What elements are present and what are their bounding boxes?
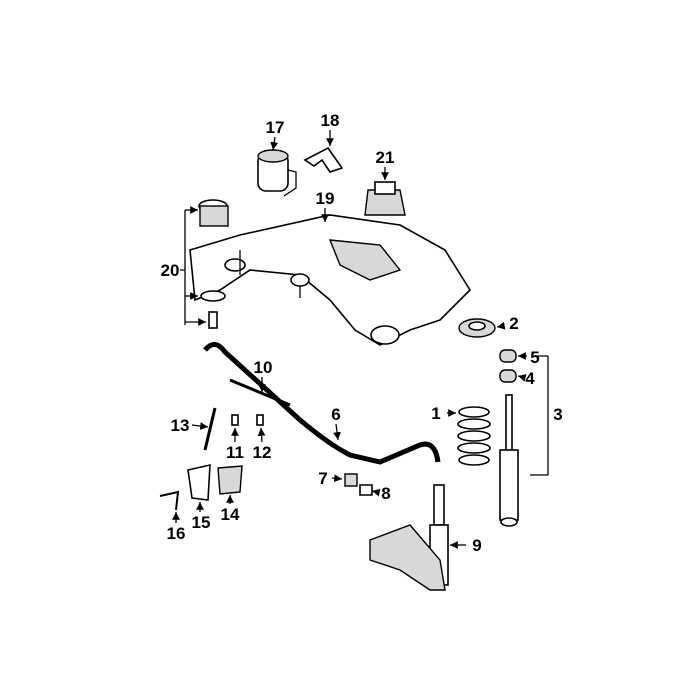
rear-subframe xyxy=(189,214,472,346)
callout-13: 13 xyxy=(171,416,190,435)
subframe-mount-17 xyxy=(257,149,297,197)
callout-12: 12 xyxy=(253,443,272,462)
callout-10: 10 xyxy=(254,358,273,377)
link-13 xyxy=(203,407,217,451)
callout-7: 7 xyxy=(318,469,327,488)
callout-6: 6 xyxy=(331,405,340,424)
mount-5 xyxy=(499,349,517,363)
nut-11 xyxy=(231,414,239,426)
shock-absorber-3 xyxy=(499,394,519,527)
callout-11: 11 xyxy=(226,443,244,462)
stabilizer-bar-6 xyxy=(203,342,441,465)
callout-3: 3 xyxy=(553,405,562,424)
callout-17: 17 xyxy=(266,118,285,137)
bracket-18 xyxy=(303,146,344,173)
leader-lines xyxy=(172,130,549,549)
mount-21 xyxy=(364,181,406,216)
spring-seat-2 xyxy=(458,318,496,338)
bushing-set-20 xyxy=(198,199,229,329)
mount-4 xyxy=(499,369,517,383)
callout-16: 16 xyxy=(167,524,186,543)
bracket-15 xyxy=(187,463,211,501)
callout-20: 20 xyxy=(161,261,180,280)
callout-4: 4 xyxy=(525,369,535,388)
clamp-8 xyxy=(359,484,373,496)
callout-9: 9 xyxy=(472,536,481,555)
link-10 xyxy=(229,378,291,407)
sensor-16 xyxy=(159,490,180,511)
callout-14: 14 xyxy=(221,505,240,524)
bushing-7 xyxy=(344,473,358,487)
bracket-14 xyxy=(217,465,243,495)
nut-12 xyxy=(256,414,264,426)
callout-15: 15 xyxy=(192,513,211,532)
callout-1: 1 xyxy=(431,404,440,423)
callout-5: 5 xyxy=(530,348,539,367)
coil-spring-1 xyxy=(457,406,491,466)
callout-8: 8 xyxy=(381,484,390,503)
callout-2: 2 xyxy=(509,314,518,333)
callout-21: 21 xyxy=(376,148,395,167)
callout-19: 19 xyxy=(316,189,335,208)
callout-18: 18 xyxy=(321,111,340,130)
strut-control-arm-9 xyxy=(369,484,449,591)
